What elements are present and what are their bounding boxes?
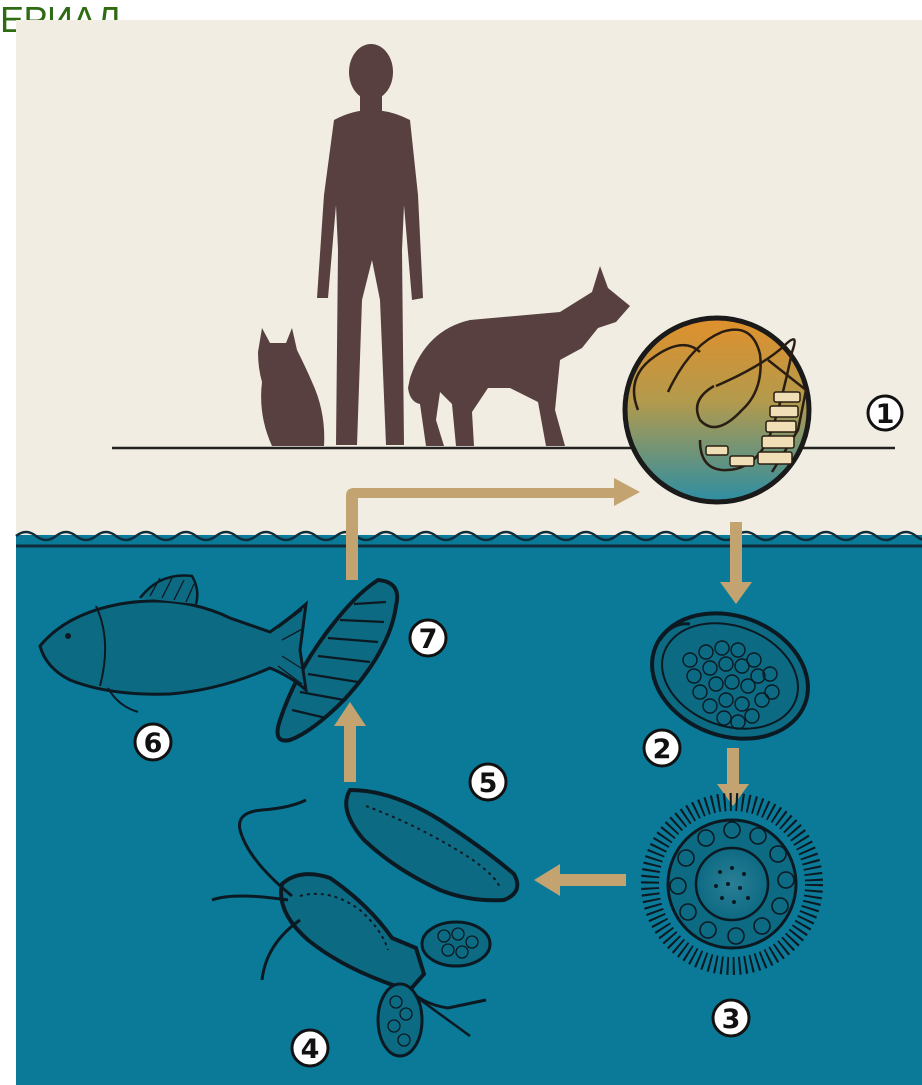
- stage-label-4: 4: [292, 1030, 328, 1066]
- stage-label-3: 3: [713, 1000, 749, 1036]
- svg-text:4: 4: [301, 1034, 320, 1065]
- stage-label-7: 7: [410, 620, 446, 656]
- svg-text:7: 7: [419, 624, 438, 655]
- stage-label-5: 5: [470, 764, 506, 800]
- stage-label-2: 2: [644, 730, 680, 766]
- svg-text:2: 2: [653, 734, 672, 765]
- svg-text:6: 6: [144, 728, 163, 759]
- stage-label-1: 1: [868, 396, 902, 430]
- adult-tapeworm-lens: [625, 318, 809, 502]
- svg-text:5: 5: [479, 768, 498, 799]
- svg-text:3: 3: [722, 1004, 741, 1035]
- stage-label-6: 6: [135, 724, 171, 760]
- svg-text:1: 1: [876, 399, 895, 430]
